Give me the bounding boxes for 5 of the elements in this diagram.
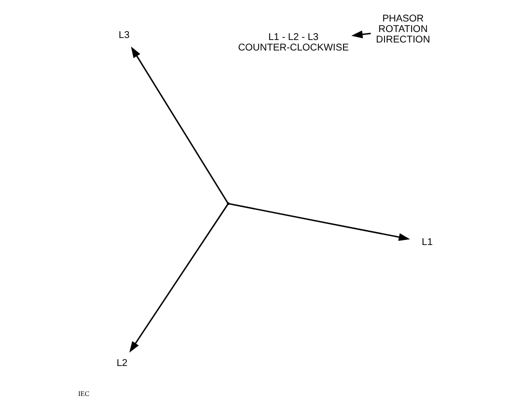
node-text: L2 (116, 358, 128, 370)
node-text: L3 (118, 30, 130, 42)
node-text: L1 (422, 237, 433, 248)
label: PHASOR ROTATION DIRECTION (376, 14, 430, 46)
label: L1 - L2 - L3 COUNTER-CLOCKWISE (238, 32, 349, 54)
